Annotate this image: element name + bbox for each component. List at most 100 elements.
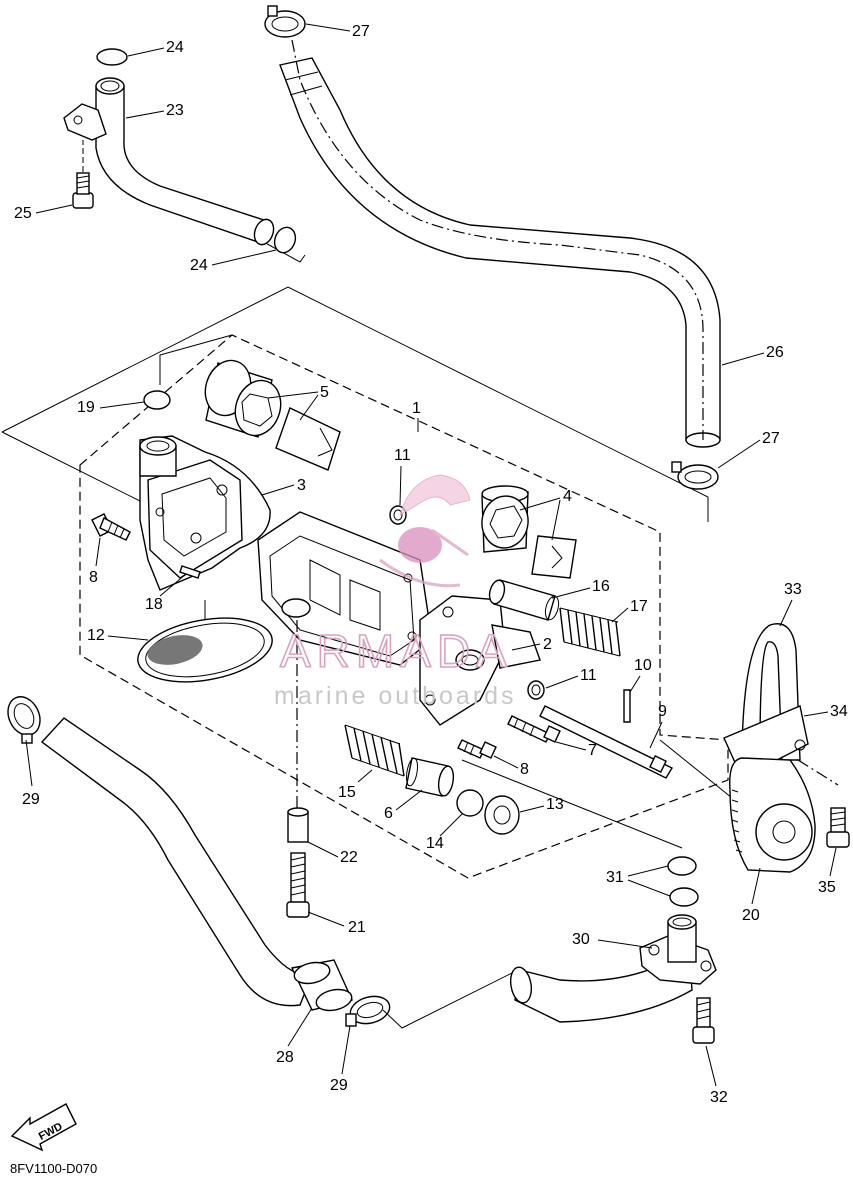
callout-25: 25 xyxy=(14,204,73,222)
rotor-set-4 xyxy=(481,485,577,579)
callout-16-text: 16 xyxy=(592,578,610,595)
o-ring-19 xyxy=(143,390,171,410)
callout-27-top-text: 27 xyxy=(352,23,370,40)
callout-21: 21 xyxy=(307,911,366,936)
callout-27-top: 27 xyxy=(305,23,370,40)
callout-9-text: 9 xyxy=(658,703,667,720)
valve-16 xyxy=(488,579,560,621)
callout-13-text: 13 xyxy=(546,796,564,813)
callout-24-top: 24 xyxy=(127,39,184,57)
callout-19-text: 19 xyxy=(77,399,95,416)
callout-33-text: 33 xyxy=(784,581,802,598)
stud-21 xyxy=(286,852,310,918)
hose-26 xyxy=(279,57,721,448)
callout-34: 34 xyxy=(803,703,848,720)
callout-24-bottom-text: 24 xyxy=(190,257,208,274)
callout-4: 4 xyxy=(519,488,572,541)
shaft-9 xyxy=(539,705,673,779)
watermark-tagline: marine outboards xyxy=(274,682,517,710)
bolt-32 xyxy=(692,997,715,1044)
callout-16: 16 xyxy=(551,578,610,599)
o-ring-31 xyxy=(667,856,699,907)
ball-14 xyxy=(456,789,484,817)
callout-27-lower-text: 27 xyxy=(762,430,780,447)
fwd-arrow-icon: FWD xyxy=(10,1103,77,1152)
callout-24-top-text: 24 xyxy=(166,39,184,56)
callout-19: 19 xyxy=(77,399,145,416)
callout-34-text: 34 xyxy=(830,703,848,720)
callout-15: 15 xyxy=(338,769,373,801)
hose-23 xyxy=(63,77,275,246)
callout-28-text: 28 xyxy=(276,1049,294,1066)
callout-2: 2 xyxy=(511,636,552,653)
callout-5-text: 5 xyxy=(320,384,329,401)
callout-18-text: 18 xyxy=(145,596,163,613)
clamp-27-lower xyxy=(671,461,719,490)
callout-35: 35 xyxy=(818,847,837,896)
collar-22 xyxy=(287,807,309,843)
callout-12-text: 12 xyxy=(87,627,105,644)
callout-29-left-text: 29 xyxy=(22,791,40,808)
callout-6-text: 6 xyxy=(384,805,393,822)
leader-pump-to-sprocket xyxy=(659,739,743,807)
callout-26: 26 xyxy=(721,344,784,366)
callout-14: 14 xyxy=(426,813,463,852)
spring-15 xyxy=(344,724,405,777)
callout-1-text: 1 xyxy=(412,400,421,417)
callout-4-text: 4 xyxy=(563,488,572,505)
callout-7-text: 7 xyxy=(588,742,597,759)
callout-2-text: 2 xyxy=(543,636,552,653)
callout-24-bottom: 24 xyxy=(190,249,277,274)
callout-11-lower-text: 11 xyxy=(580,667,597,684)
pump-body xyxy=(257,511,433,666)
hose-28 xyxy=(40,717,353,1012)
callout-30: 30 xyxy=(572,931,653,949)
callout-33: 33 xyxy=(779,581,802,627)
callout-22-text: 22 xyxy=(340,849,358,866)
callout-32: 32 xyxy=(705,1045,728,1106)
watermark-brand: ARMADA xyxy=(280,625,513,677)
callout-8-right: 8 xyxy=(493,755,529,778)
watermark: ARMADA marine outboards xyxy=(274,474,517,710)
callout-11-lower: 11 xyxy=(545,667,597,689)
callout-6: 6 xyxy=(384,789,423,822)
o-ring-24-bottom xyxy=(273,226,297,254)
callout-3: 3 xyxy=(261,477,306,496)
rotor-set-5 xyxy=(204,359,341,471)
callout-21-text: 21 xyxy=(348,919,366,936)
washer-11-lower xyxy=(527,680,545,700)
callout-8-right-text: 8 xyxy=(520,761,529,778)
bolt-8-left xyxy=(91,513,131,541)
bolt-8-right xyxy=(457,739,497,759)
callout-20-text: 20 xyxy=(742,907,760,924)
callout-31-text: 31 xyxy=(606,869,624,886)
callout-29-right-text: 29 xyxy=(330,1077,348,1094)
spring-17 xyxy=(559,607,621,657)
bolt-7 xyxy=(507,715,561,743)
callout-10: 10 xyxy=(629,657,652,693)
callout-15-text: 15 xyxy=(338,784,356,801)
sprocket-20 xyxy=(729,757,816,873)
callout-11-upper: 11 xyxy=(394,447,411,506)
callout-9: 9 xyxy=(649,703,667,749)
callout-8-left-text: 8 xyxy=(89,569,98,586)
washer-13 xyxy=(484,795,520,835)
strainer-12 xyxy=(137,600,273,683)
callout-18: 18 xyxy=(145,573,187,613)
callout-27-lower: 27 xyxy=(717,430,780,469)
watermark-logo-icon xyxy=(379,474,471,588)
pin-10 xyxy=(623,689,631,723)
callout-5: 5 xyxy=(267,384,329,421)
callout-17: 17 xyxy=(611,598,648,623)
callout-1: 1 xyxy=(412,400,421,432)
bolt-35-centerline xyxy=(797,759,839,786)
callout-22: 22 xyxy=(307,841,358,866)
leader-31-to-pump xyxy=(461,759,683,849)
callout-28: 28 xyxy=(276,1007,313,1066)
callout-35-text: 35 xyxy=(818,879,836,896)
callout-29-right: 29 xyxy=(330,1025,351,1094)
relief-housing-2 xyxy=(419,595,541,726)
callout-12: 12 xyxy=(87,627,149,644)
diagram-code: 8FV1100-D070 xyxy=(10,1161,97,1176)
